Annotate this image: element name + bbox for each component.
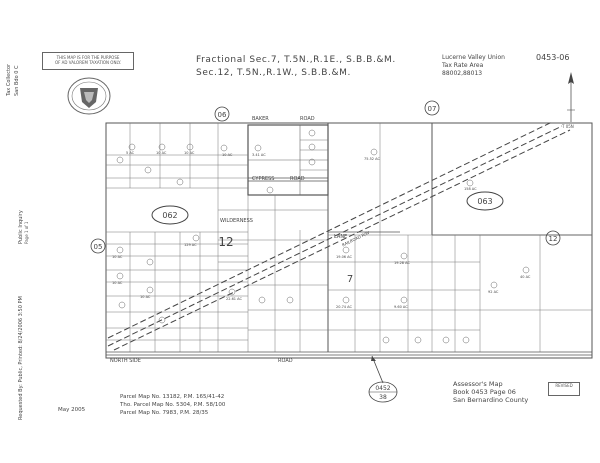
section-12-text: 12 bbox=[549, 235, 558, 243]
svg-text:10 AC: 10 AC bbox=[184, 151, 195, 155]
district-block: Lucerne Valley Union Tax Rate Area 88002… bbox=[442, 54, 505, 78]
roads bbox=[106, 177, 592, 356]
reference-line-2: Tho. Parcel Map No. 5304, P.M. 58/100 bbox=[120, 402, 226, 408]
road-label-road-2: ROAD bbox=[290, 176, 305, 182]
reference-line-3: Parcel Map No. 7983, P.M. 28/35 bbox=[120, 410, 209, 416]
svg-text:10 AC: 10 AC bbox=[112, 255, 123, 259]
svg-text:10 AC: 10 AC bbox=[112, 281, 123, 285]
parcel-markers bbox=[116, 129, 530, 344]
section-number-12: 12 bbox=[218, 235, 233, 249]
revised-label: REVISED bbox=[555, 383, 573, 388]
acreage-labels: 5 AC 10 AC 10 AC 10 AC 3.41 AC 75.52 AC 158 … bbox=[112, 151, 531, 309]
assessor-line-2: Book 0453 Page 06 bbox=[453, 388, 516, 396]
reference-line-1: Parcel Map No. 13182, P.M. 165/41-42 bbox=[120, 394, 225, 400]
section-07-text: 07 bbox=[428, 105, 437, 113]
svg-text:5 AC: 5 AC bbox=[126, 151, 135, 155]
parcel-references: Parcel Map No. 13182, P.M. 165/41-42 Tho… bbox=[120, 393, 225, 417]
section-circle-05 bbox=[90, 238, 106, 254]
svg-text:92 AC: 92 AC bbox=[488, 290, 499, 294]
svg-text:19.28 AC: 19.28 AC bbox=[394, 261, 410, 265]
road-label-lane: LANE bbox=[334, 234, 347, 240]
parcel-grid-east bbox=[328, 123, 592, 352]
parcel-grid-west bbox=[106, 123, 248, 352]
svg-text:20.74 AC: 20.74 AC bbox=[336, 305, 352, 309]
section-circle-12 bbox=[545, 230, 561, 246]
road-label-baker: BAKER bbox=[252, 116, 269, 122]
map-title-line-1: Fractional Sec.7, T.5N.,R.1E., S.B.B.&M. bbox=[196, 55, 396, 65]
north-arrow-icon bbox=[567, 72, 575, 122]
tax-rate-area-value: 88002,88013 bbox=[442, 70, 483, 77]
road-label-road-3: ROAD bbox=[278, 358, 293, 364]
road-label-wilderness: WILDERNESS bbox=[220, 218, 253, 224]
assessor-block: Assessor's Map Book 0453 Page 06 San Ber… bbox=[453, 380, 528, 404]
book-label-063 bbox=[466, 191, 504, 211]
section-05-text: 05 bbox=[94, 243, 103, 251]
svg-text:10 AC: 10 AC bbox=[156, 151, 167, 155]
map-outer-boundary bbox=[105, 122, 593, 359]
county-seal-icon bbox=[67, 77, 111, 115]
section-06-text: 06 bbox=[218, 111, 227, 119]
svg-text:40 AC: 40 AC bbox=[520, 275, 531, 279]
assessor-line-3: San Bernardino County bbox=[453, 396, 529, 404]
svg-text:10 AC: 10 AC bbox=[140, 295, 151, 299]
road-label-north-side: NORTH SIDE bbox=[110, 358, 141, 364]
book-label-062 bbox=[151, 205, 189, 225]
district-name: Lucerne Valley Union bbox=[442, 54, 505, 61]
svg-text:19.06 AC: 19.06 AC bbox=[336, 255, 352, 259]
disclaimer-line-1: THIS MAP IS FOR THE PURPOSE bbox=[56, 55, 120, 60]
section-circle-07 bbox=[424, 100, 440, 116]
svg-text:75.52 AC: 75.52 AC bbox=[364, 157, 380, 161]
svg-text:22.61 AC: 22.61 AC bbox=[226, 297, 242, 301]
assessor-line-1: Assessor's Map bbox=[453, 380, 503, 388]
book-063-text: 063 bbox=[477, 197, 492, 206]
disclaimer-box: THIS MAP IS FOR THE PURPOSE OF AD VALORE… bbox=[42, 52, 134, 70]
svg-text:9.60 AC: 9.60 AC bbox=[394, 305, 408, 309]
section-number-7: 7 bbox=[347, 274, 353, 285]
revised-box: REVISED bbox=[548, 382, 580, 396]
map-title-line-2: Sec.12, T.5N.,R.1W., S.B.B.&M. bbox=[196, 68, 351, 78]
railroad-right-of-way bbox=[107, 121, 571, 351]
section-circle-06 bbox=[214, 106, 230, 122]
tax-rate-area-label: Tax Rate Area bbox=[442, 62, 484, 69]
map-date: May 2005 bbox=[58, 407, 86, 413]
adjacent-page-book: 0452 bbox=[375, 385, 390, 392]
disclaimer-line-2: OF AD VALOREM TAXATION ONLY. bbox=[54, 60, 122, 65]
adjacent-page-number: 38 bbox=[379, 394, 387, 401]
parcel-grid-center bbox=[218, 195, 328, 352]
district-code: 0453-06 bbox=[536, 53, 570, 62]
svg-text:3.41 AC: 3.41 AC bbox=[252, 153, 266, 157]
road-label-cypress: CYPRESS bbox=[252, 176, 274, 182]
svg-text:129 AC: 129 AC bbox=[184, 243, 197, 247]
north-arrow-label: T 05N bbox=[562, 124, 574, 129]
svg-text:10 AC: 10 AC bbox=[222, 153, 233, 157]
road-label-road-1: ROAD bbox=[300, 116, 315, 122]
book-062-text: 062 bbox=[162, 211, 177, 220]
svg-text:158 AC: 158 AC bbox=[464, 187, 477, 191]
